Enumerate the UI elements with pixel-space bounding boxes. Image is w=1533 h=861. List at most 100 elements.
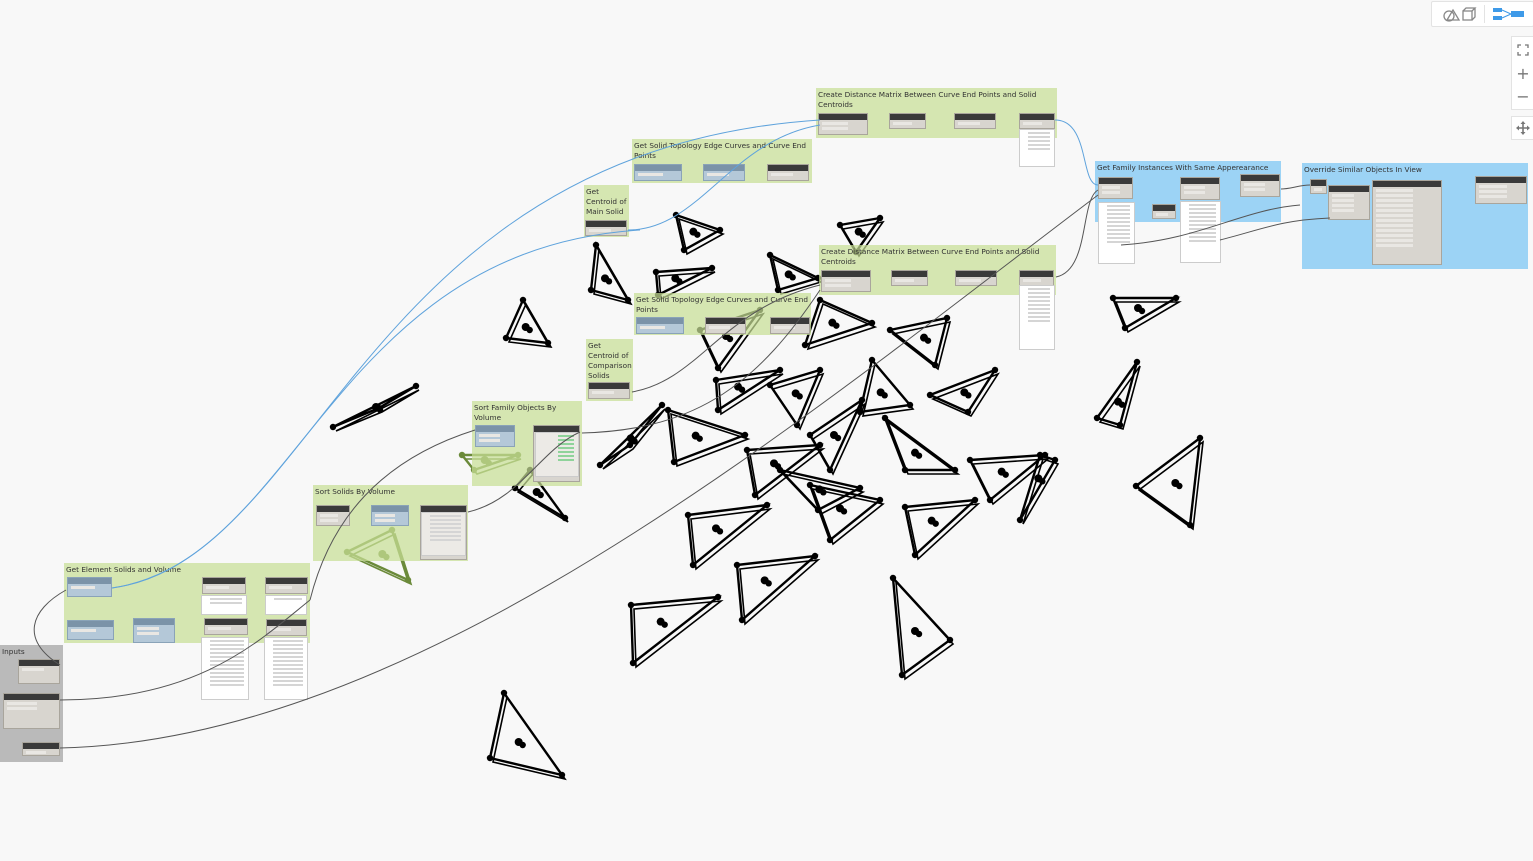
zoom-out-button[interactable]: − (1516, 86, 1530, 106)
preview-point (1121, 324, 1129, 332)
preview-point (708, 264, 716, 272)
preview-centroid (834, 434, 842, 442)
preview-centroid (676, 278, 683, 285)
node[interactable] (821, 270, 871, 292)
node[interactable] (1328, 185, 1370, 220)
input-node[interactable] (3, 693, 60, 729)
node[interactable] (955, 270, 997, 286)
group-title: Get Element Solids and Volume (66, 565, 181, 574)
node[interactable] (371, 505, 409, 526)
node[interactable] (636, 317, 684, 334)
zoom-to-fit-button[interactable] (1512, 39, 1533, 61)
group-edge-curves-comparison[interactable]: Get Solid Topology Edge Curves and Curve… (634, 293, 811, 335)
node[interactable] (588, 382, 630, 399)
node[interactable] (1180, 177, 1220, 200)
node[interactable] (818, 113, 868, 135)
input-node[interactable] (18, 659, 60, 684)
node[interactable] (634, 164, 682, 181)
preview-centroid (881, 392, 888, 399)
input-node[interactable] (22, 742, 60, 756)
preview-point (776, 466, 784, 474)
preview-point (1109, 294, 1117, 302)
preview-point (1116, 421, 1124, 429)
preview-triangle (891, 320, 952, 371)
zoom-controls: + − (1511, 36, 1533, 110)
watch-node[interactable] (535, 432, 579, 477)
preview-centroid (716, 528, 724, 535)
watch-node[interactable] (264, 637, 308, 700)
preview-triangle (1098, 365, 1141, 431)
node[interactable] (1310, 179, 1327, 194)
node[interactable] (475, 425, 515, 447)
watch-node[interactable] (1180, 201, 1221, 263)
preview-point (951, 466, 959, 474)
preview-point (689, 561, 697, 569)
preview-centroid (1118, 401, 1126, 408)
pan-button[interactable] (1512, 117, 1533, 139)
group-distance-matrix-main[interactable]: Create Distance Matrix Between Curve End… (816, 88, 1057, 138)
node[interactable] (889, 113, 926, 129)
preview-point (502, 334, 510, 342)
group-centroid-main-solid[interactable]: Get Centroid of Main Solid (584, 185, 629, 237)
preview-point (558, 771, 566, 779)
preview-point (544, 339, 552, 347)
node[interactable] (265, 577, 308, 594)
preview-triangle (1095, 361, 1139, 427)
zoom-in-button[interactable]: + (1516, 63, 1530, 83)
watch-node[interactable] (265, 595, 307, 615)
node[interactable] (770, 317, 810, 334)
node[interactable] (1019, 270, 1054, 286)
watch-node[interactable] (201, 637, 249, 700)
node[interactable] (133, 618, 175, 643)
node[interactable] (1019, 113, 1055, 129)
group-title: Get Family Instances With Same Appereara… (1097, 163, 1269, 172)
node[interactable] (705, 317, 746, 334)
node[interactable] (703, 164, 745, 181)
group-edge-curves-main[interactable]: Get Solid Topology Edge Curves and Curve… (632, 139, 812, 183)
preview-triangle (1114, 301, 1182, 334)
watch-node[interactable] (1019, 285, 1055, 350)
node[interactable] (67, 577, 112, 597)
node[interactable] (1098, 177, 1133, 199)
preview-triangle (1018, 453, 1057, 521)
node[interactable] (891, 270, 928, 286)
node[interactable] (266, 619, 307, 636)
node[interactable] (767, 164, 809, 181)
watch-node[interactable] (1098, 202, 1135, 264)
preview-point (486, 754, 494, 762)
preview-triangle (488, 690, 565, 777)
preview-triangle (739, 558, 821, 626)
node[interactable] (954, 113, 996, 129)
preview-point (627, 601, 635, 609)
node[interactable] (585, 220, 627, 236)
preview-point (1133, 358, 1141, 366)
node[interactable] (1152, 204, 1176, 219)
preview-point (712, 376, 720, 384)
node[interactable] (1475, 176, 1527, 204)
node[interactable] (202, 577, 246, 594)
preview-point (931, 361, 939, 369)
preview-point (926, 391, 934, 399)
preview-centroid (631, 438, 638, 445)
node[interactable] (1240, 174, 1280, 197)
watch-node[interactable] (1019, 129, 1055, 167)
group-centroid-comparison-solids[interactable]: Get Centroid of Comparison Solids (586, 339, 633, 401)
node[interactable] (204, 618, 248, 635)
watch-node[interactable] (201, 595, 247, 615)
group-title: Create Distance Matrix Between Curve End… (818, 90, 1037, 109)
group-override-similar-objects[interactable]: Override Similar Objects In View (1302, 163, 1528, 269)
node[interactable] (316, 505, 350, 526)
group-title: Sort Solids By Volume (315, 487, 395, 496)
group-inputs[interactable]: Inputs (0, 645, 63, 762)
graph-view-button[interactable] (1485, 2, 1533, 26)
preview-point (966, 456, 974, 464)
preview-point (826, 536, 834, 544)
node[interactable] (1372, 180, 1442, 265)
preview-centroid (1002, 471, 1009, 478)
watch-node[interactable] (421, 512, 466, 556)
node[interactable] (67, 620, 114, 640)
group-title: Override Similar Objects In View (1304, 165, 1422, 174)
group-title: Get Solid Topology Edge Curves and Curve… (636, 295, 809, 314)
geometry-view-button[interactable] (1432, 2, 1484, 26)
